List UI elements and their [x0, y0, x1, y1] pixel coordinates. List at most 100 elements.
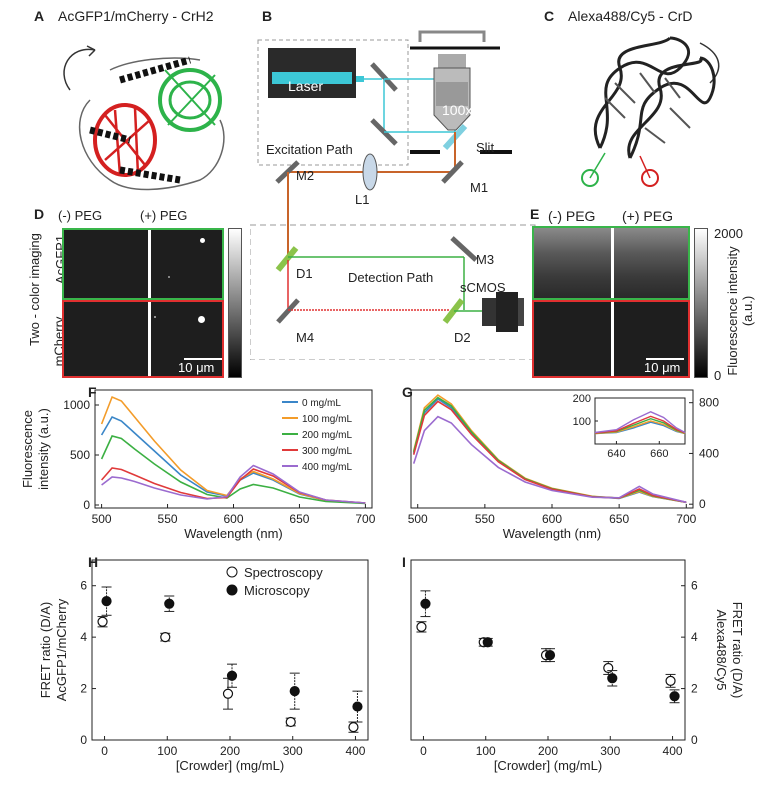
x-tick-label: 550: [158, 512, 178, 526]
camera-icon: [482, 298, 496, 326]
rotation-arrow-icon: [63, 48, 96, 91]
d-scale-label: 10 μm: [178, 360, 215, 375]
f-series-line: [101, 464, 366, 504]
inset-series-line: [594, 411, 686, 434]
e-colorbar: [694, 228, 708, 378]
laser-label: Laser: [288, 78, 324, 94]
protein-structure-illustration: [63, 45, 225, 191]
mcherry-image: [62, 300, 224, 378]
y-axis-label-line: intensity (a.u.): [36, 408, 51, 490]
y-tick-label: 4: [691, 630, 698, 644]
x-tick-label: 700: [676, 512, 696, 526]
m4-label: M4: [296, 330, 315, 345]
y-axis-label-line: AcGFP1/mCherry: [54, 598, 69, 701]
data-point: [416, 621, 427, 632]
panel-c-label: C: [544, 8, 555, 24]
y-tick-label: 0: [83, 498, 90, 512]
y-tick-label: 2: [80, 682, 87, 696]
data-point: [97, 616, 108, 627]
m2-label: M2: [296, 168, 315, 183]
legend-label: 0 mg/mL: [302, 398, 341, 409]
donor-image: [532, 226, 690, 300]
f-series-line: [100, 395, 366, 504]
x-axis-label: [Crowder] (mg/mL): [176, 758, 284, 773]
y-axis-label: FRET ratio (D/A)AcGFP1/mCherry: [38, 598, 69, 701]
mirror-icon: [370, 62, 398, 92]
g-series-line: [412, 400, 687, 504]
data-point: [544, 650, 556, 661]
mirror-m4-icon: [276, 298, 300, 324]
d-minus-peg: (-) PEG: [58, 208, 103, 223]
inset-series-line: [594, 415, 686, 434]
legend-label: 400 mg/mL: [302, 462, 352, 473]
data-point: [285, 716, 296, 728]
y-axis-label-line: FRET ratio (D/A): [730, 602, 745, 699]
excitation-path-label: Excitation Path: [266, 142, 353, 157]
legend-label: 100 mg/mL: [302, 414, 352, 425]
m1-label: M1: [470, 180, 489, 195]
d2-label: D2: [454, 330, 471, 345]
data-point: [420, 598, 431, 609]
detection-path-label: Detection Path: [348, 270, 434, 285]
x-axis-label: Wavelength (nm): [503, 526, 602, 541]
panel-i-label: I: [402, 554, 406, 570]
legend-label: Spectroscopy: [244, 565, 323, 580]
data-point: [226, 670, 238, 681]
x-tick-label: 300: [283, 744, 303, 758]
x-tick-label: 400: [345, 744, 365, 758]
data-point: [669, 691, 680, 702]
legend-label: Microscopy: [244, 583, 310, 598]
x-axis-label: [Crowder] (mg/mL): [494, 758, 602, 773]
data-point: [352, 701, 363, 712]
x-tick-label: 0: [420, 744, 427, 758]
y-axis-label-line: FRET ratio (D/A): [38, 602, 53, 699]
l1-label: L1: [355, 192, 370, 207]
acceptor-image: [532, 300, 690, 378]
inset-x-tick-label: 660: [650, 448, 668, 460]
y-axis-label-line: Fluorescence: [20, 410, 35, 488]
legend-marker: [226, 584, 238, 596]
e-scale-label: 10 μm: [644, 360, 681, 375]
excitation-path-box: [257, 39, 409, 166]
mirror-m3-icon: [450, 236, 478, 262]
data-point: [164, 598, 175, 609]
inset-y-tick-label: 100: [573, 416, 591, 428]
acgfp1-image: [62, 228, 224, 300]
y-axis-label: FRET ratio (D/A)Alexa488/Cy5: [714, 602, 745, 699]
legend-marker: [226, 566, 238, 578]
data-point: [289, 686, 300, 697]
data-point: [603, 662, 614, 674]
two-color-imaging-label: Two - color imaging: [26, 233, 42, 346]
y-tick-label: 500: [70, 448, 90, 462]
donor-dye-icon: [581, 169, 599, 187]
x-tick-label: 500: [92, 512, 112, 526]
dna-structure-illustration: [581, 36, 720, 187]
x-tick-label: 500: [408, 512, 428, 526]
camera-label: sCMOS: [460, 280, 506, 295]
d-plus-peg: (+) PEG: [140, 208, 188, 223]
d-colorbar: [228, 228, 242, 378]
y-tick-label: 400: [699, 446, 719, 460]
acceptor-dye-icon: [641, 169, 659, 187]
x-tick-label: 100: [476, 744, 496, 758]
dichroic-d2-icon: [442, 298, 465, 324]
data-point: [482, 637, 493, 648]
legend-label: 300 mg/mL: [302, 446, 352, 457]
inset-y-tick-label: 200: [573, 393, 591, 405]
y-tick-label: 0: [699, 497, 706, 511]
x-tick-label: 550: [475, 512, 495, 526]
y-tick-label: 800: [699, 396, 719, 410]
f-series-line: [100, 435, 366, 505]
panel-d-label: D: [34, 206, 45, 222]
panel-f-label: F: [88, 384, 97, 400]
mirror-m1-icon: [441, 160, 464, 184]
x-tick-label: 600: [542, 512, 562, 526]
y-axis-label-line: Alexa488/Cy5: [714, 610, 729, 691]
legend-label: 200 mg/mL: [302, 430, 352, 441]
y-axis-label: Fluorescenceintensity (a.u.): [20, 408, 51, 490]
x-tick-label: 200: [538, 744, 558, 758]
panel-h-label: H: [88, 554, 99, 570]
x-tick-label: 650: [289, 512, 309, 526]
y-tick-label: 0: [80, 733, 87, 747]
